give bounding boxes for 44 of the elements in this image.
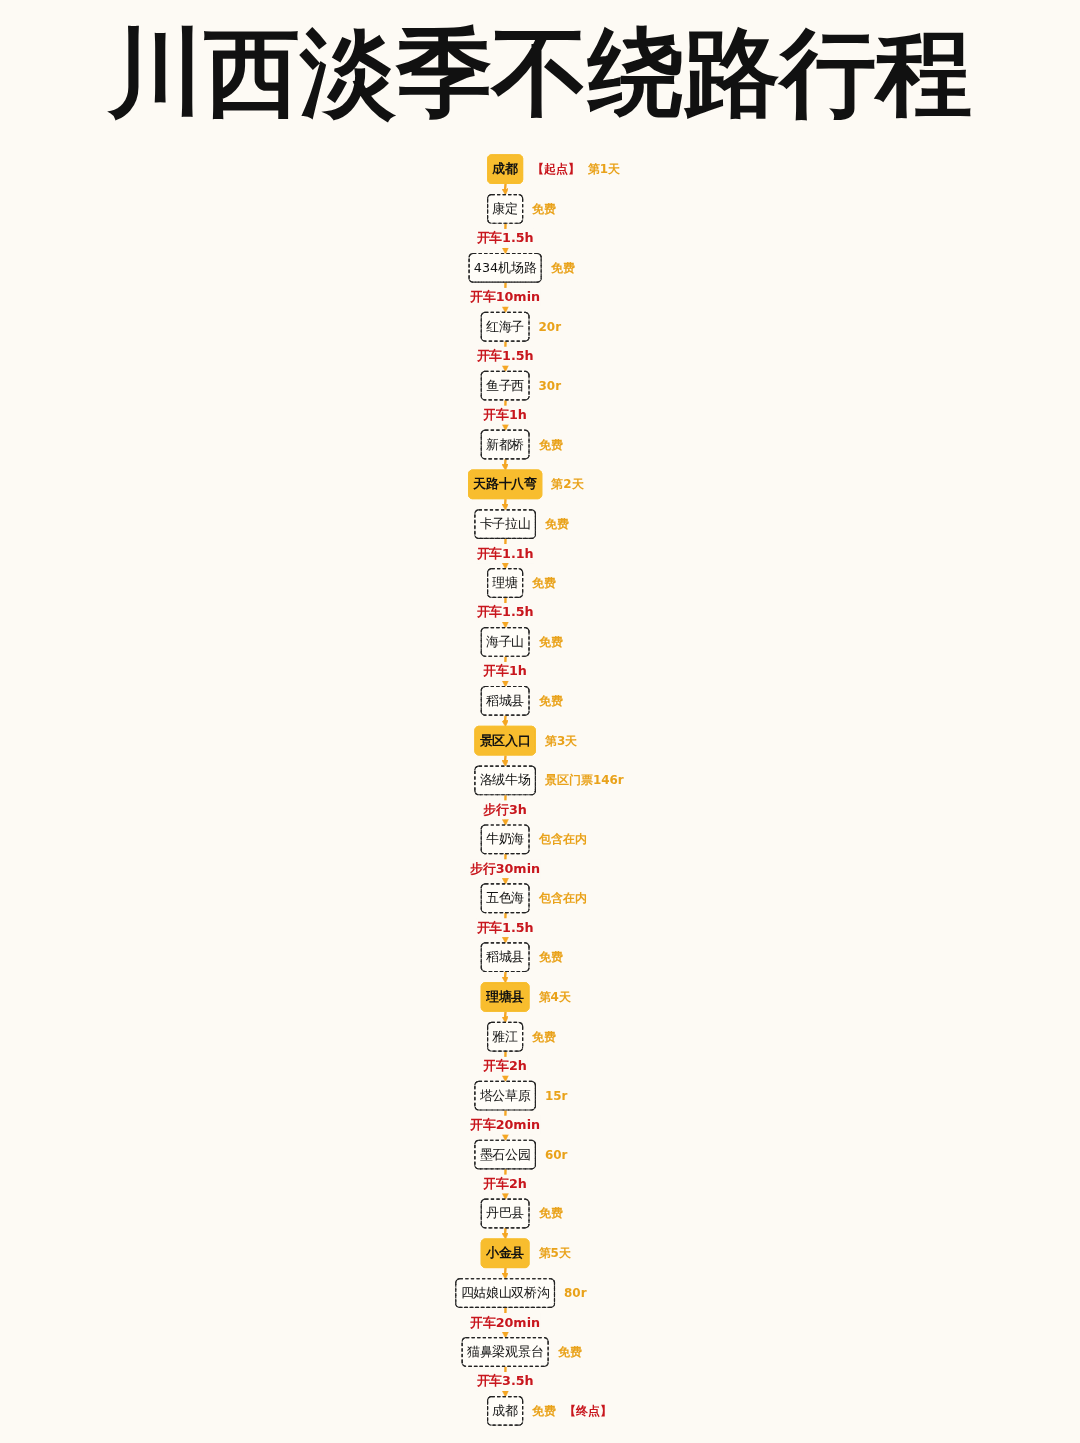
- node-caption: 免费: [558, 1345, 583, 1359]
- node-caption: 免费: [545, 517, 570, 532]
- node-caption: 60r: [545, 1147, 568, 1162]
- edge-label: 开车2h: [483, 1176, 528, 1192]
- edge-label: 开车1.5h: [477, 604, 535, 620]
- node-caption: 【起点】: [532, 162, 581, 177]
- node-caption: 免费: [539, 437, 563, 452]
- node-caption: 80r: [564, 1286, 587, 1301]
- node-caption: 免费: [532, 1403, 557, 1418]
- arrow: [502, 459, 510, 471]
- node-caption: 【终点】: [564, 1403, 613, 1418]
- arrow: [502, 971, 510, 984]
- node-caption: 免费: [539, 634, 563, 649]
- arrow: [502, 183, 510, 196]
- arrow: [502, 715, 510, 728]
- arrow: [502, 498, 510, 511]
- title: 川西淡季不绕路行程: [108, 17, 972, 129]
- node-caption: 免费: [532, 201, 557, 216]
- arrow: [502, 1267, 510, 1280]
- node-caption: 第5天: [539, 1246, 572, 1261]
- node-caption: 免费: [551, 260, 576, 275]
- node-caption: 免费: [532, 1029, 557, 1044]
- node-caption: 免费: [539, 693, 563, 708]
- node-caption: 包含在内: [539, 891, 587, 906]
- node-caption: 第3天: [545, 733, 578, 748]
- edge-label: 开车3.5h: [477, 1373, 535, 1389]
- node-caption: 第1天: [588, 162, 621, 177]
- node-caption: 免费: [539, 1206, 563, 1221]
- node-caption: 15r: [545, 1088, 568, 1103]
- node-caption: 免费: [539, 950, 563, 965]
- arrow: [502, 755, 510, 767]
- node-caption: 景区门票146r: [545, 773, 625, 788]
- node-caption: 20r: [539, 319, 562, 334]
- arrow: [502, 1011, 510, 1024]
- edge-label: 步行3h: [483, 801, 528, 818]
- node-caption: 30r: [539, 378, 562, 393]
- node-caption: 第4天: [539, 989, 572, 1004]
- node-caption: 包含在内: [539, 832, 587, 847]
- edge-label: 步行30min: [470, 860, 541, 876]
- node-caption: 免费: [532, 576, 557, 591]
- arrow: [502, 1228, 510, 1240]
- edge-label: 开车20min: [470, 1314, 541, 1330]
- node-caption: 第2天: [551, 477, 585, 492]
- edge-label: 开车1.5h: [477, 919, 535, 935]
